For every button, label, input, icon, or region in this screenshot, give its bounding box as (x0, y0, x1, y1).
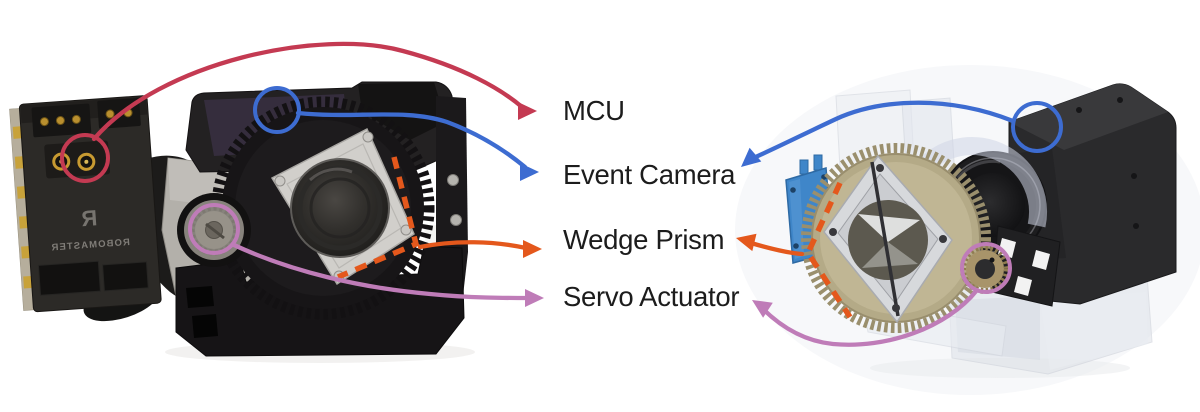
pcb-pad (12, 126, 22, 139)
screw (400, 224, 412, 236)
connector-pin (105, 109, 115, 119)
event-camera-highlight-circle-left (253, 86, 301, 134)
base-cutout (192, 314, 218, 338)
connector-pin (71, 114, 81, 124)
ghost-base-block (1040, 292, 1148, 370)
servo-highlight-circle-right (960, 242, 1012, 294)
mount-clamp (358, 82, 446, 140)
pcb-pad (23, 275, 33, 289)
servo-nub (813, 154, 823, 171)
wedge-prism-leader-line-left (417, 240, 529, 251)
screw-hole (1117, 97, 1123, 103)
axis-rod (870, 161, 900, 317)
pin-header (37, 260, 101, 296)
event-camera-label: Event Camera (563, 159, 736, 190)
wedge-prism-dashed-outline-left (336, 156, 420, 280)
servo-hole (793, 243, 799, 249)
prism-wedge-face (858, 214, 920, 242)
screw-hole (1133, 223, 1139, 229)
screw (876, 164, 884, 172)
mcu-leader-line (91, 41, 525, 142)
connector-pin (55, 116, 65, 126)
event-camera-arrowhead-left (520, 163, 539, 181)
event-camera-box-top (1009, 83, 1168, 150)
lens-glint (956, 159, 1001, 179)
servo-hole (790, 187, 796, 193)
screw (939, 235, 947, 243)
screw (829, 228, 837, 236)
servo-arrowhead-left (525, 289, 544, 307)
screw (447, 174, 459, 186)
servo-nub (799, 159, 809, 175)
screw (450, 214, 462, 226)
wedge-prism-arrowhead-right (736, 233, 757, 252)
event-camera-arrowhead-right (741, 147, 762, 167)
pcb-pad (16, 186, 26, 199)
mcu-label: MCU (563, 95, 625, 126)
servo-highlight (789, 179, 804, 259)
servo-actuator-label: Servo Actuator (563, 281, 739, 312)
base-cutout (186, 286, 214, 308)
wedge-prism-glass (290, 158, 390, 258)
servo-highlight-circle-left (188, 203, 240, 255)
servo-arrowhead-right (752, 300, 773, 318)
screw (274, 175, 286, 187)
motor-mark (1014, 276, 1032, 296)
wedge-prism-arrowhead-left (523, 240, 542, 258)
event-camera-highlight-circle-right (1011, 101, 1063, 153)
pcb-pad (14, 156, 24, 169)
motor-mark (1032, 250, 1050, 270)
screw-hole (1076, 107, 1082, 113)
mcu-highlight-circle (60, 133, 110, 183)
cad-render (735, 65, 1200, 395)
servo-leader-line-left (231, 242, 531, 301)
event-camera-leader-line-left (295, 110, 528, 170)
wedge-prism-label: Wedge Prism (563, 224, 724, 255)
power-barrel-pin (84, 159, 89, 164)
gear-ring-teeth (801, 143, 991, 333)
board-logo-icon: R (80, 205, 98, 231)
pinion-screw (989, 257, 995, 263)
screw (362, 131, 374, 143)
annotations: MCU Event Camera Wedge Prism Servo Actua… (60, 41, 1063, 347)
screw (892, 304, 900, 312)
prism-glint (308, 167, 353, 182)
mcu-arrowhead (518, 102, 537, 120)
servo-leader-line-right (759, 287, 980, 347)
pcb-pad (21, 246, 30, 259)
screw-hole (1131, 173, 1137, 179)
event-camera-leader-line-right (746, 100, 1016, 163)
pin-header (102, 261, 149, 292)
prism-wedge-face (862, 242, 918, 268)
wedge-prism-dashed-outline-right (804, 181, 853, 319)
pinion-hub (975, 259, 995, 279)
connector-pin (39, 117, 49, 127)
servo-gear-slot (205, 222, 225, 240)
wedge-prism-leader-line-right (748, 240, 805, 257)
prototype-photo: R ROBOMASTER (9, 81, 475, 363)
prism-ring-inner (309, 177, 371, 239)
mcu-board: R ROBOMASTER (9, 95, 162, 313)
pcb-pad (19, 216, 28, 229)
